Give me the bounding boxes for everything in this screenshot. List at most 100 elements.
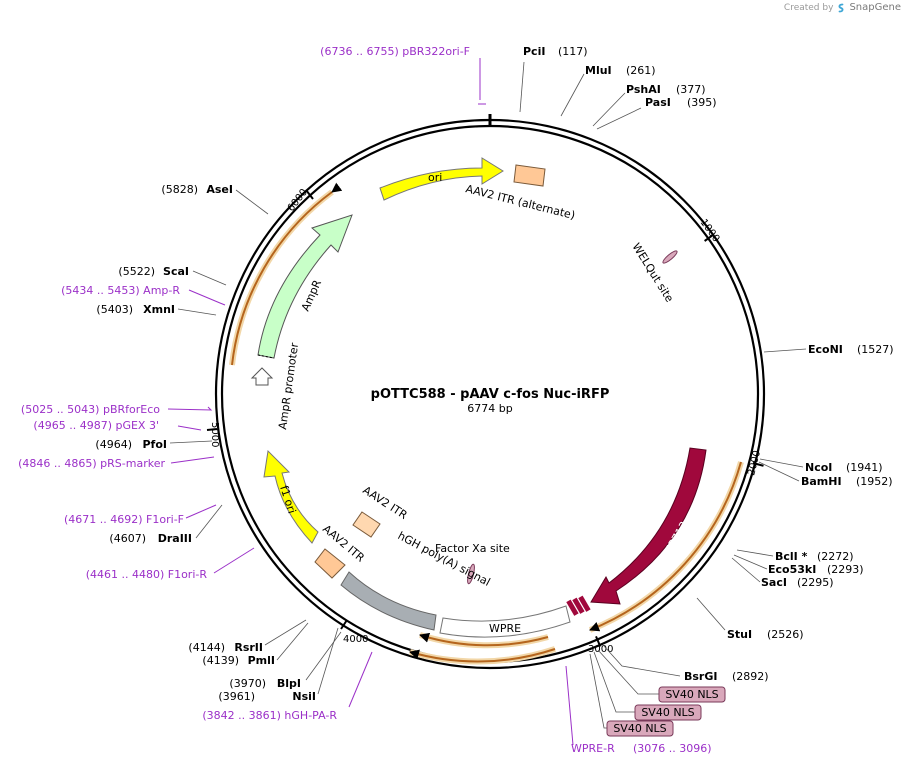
tick-6000-mark [305, 189, 314, 200]
feature-f1-ori: f1 ori [263, 449, 319, 544]
bcli-name: BclI * [775, 550, 808, 563]
saci-name: SacI [761, 576, 787, 589]
site-econi[interactable]: EcoNI (1527) [808, 343, 894, 356]
primer-prsmarker-label[interactable]: (4846 .. 4865) pRS-marker [18, 457, 165, 470]
nls-mark-3 [578, 595, 591, 612]
wpre-label: WPRE [489, 622, 521, 635]
tick-3000-mark [595, 636, 602, 647]
site-ncoi[interactable]: NcoI (1941) [805, 461, 883, 474]
eco53ki-pos: (2293) [827, 563, 864, 576]
primer-hghpar-label[interactable]: (3842 .. 3861) hGH-PA-R [202, 709, 337, 722]
nls1-leader [597, 649, 660, 695]
primer-f1orif-label[interactable]: (4671 .. 4692) F1ori-F [64, 513, 184, 526]
pshai-pos: (377) [676, 83, 706, 96]
pasi-leader [596, 107, 642, 130]
site-eco53ki[interactable]: Eco53kI (2293) [768, 563, 864, 576]
site-saci[interactable]: SacI (2295) [761, 576, 834, 589]
site-labels-left: (3961) NsiI (3970) BlpI (4139) PmlI (414… [95, 183, 316, 703]
mlui-name: MluI [585, 64, 612, 77]
primer-pgex3-label[interactable]: (4965 .. 4987) pGEX 3' [33, 419, 159, 432]
nls-box-3-label: SV40 NLS [613, 722, 666, 735]
plasmid-length: 6774 bp [467, 402, 512, 415]
nls-box-2-bg [634, 704, 702, 721]
tick-5000-mark [206, 428, 218, 431]
site-stui[interactable]: StuI (2526) [727, 628, 804, 641]
stui-pos: (2526) [767, 628, 804, 641]
pbr322ori-primer-leader [478, 58, 486, 105]
stui-leader [696, 597, 726, 631]
created-by-label: Created by [783, 2, 834, 13]
ampr-promoter-arrow [250, 367, 274, 386]
site-asei[interactable]: (5828) AseI [161, 183, 233, 196]
pshai-name: PshAI [626, 83, 661, 96]
saci-pos: (2295) [797, 576, 834, 589]
feature-aav2-itr-2: AAV2 ITR [314, 522, 367, 579]
blpi-pos: (3970) [229, 677, 266, 690]
pfoi-pos: (4964) [95, 438, 132, 451]
f1-ori-arrow [263, 449, 319, 544]
site-xmni[interactable]: (5403) XmnI [96, 303, 175, 316]
site-bamhi[interactable]: BamHI (1952) [801, 475, 893, 488]
stui-name: StuI [727, 628, 752, 641]
ori-arrow [379, 157, 504, 201]
primer-ampr-label[interactable]: (5434 .. 5453) Amp-R [61, 284, 180, 297]
xmni-leader [177, 308, 217, 316]
pfoi-leader [169, 440, 213, 444]
tick-3000: 3000 [588, 636, 613, 655]
site-pcii[interactable]: PciI (117) [523, 45, 588, 58]
aav2-itr-1-box [352, 511, 381, 538]
pshai-leader [592, 92, 626, 127]
site-pasi[interactable]: PasI (395) [645, 96, 717, 109]
site-blpi[interactable]: (3970) BlpI [229, 677, 301, 690]
aav2-itr-2-box [314, 548, 346, 579]
mlui-pos: (261) [626, 64, 656, 77]
bamhi-leader [758, 461, 800, 482]
pfoi-name: PfoI [143, 438, 168, 451]
draiii-name: DraIII [158, 532, 192, 545]
nls-box-1[interactable]: SV40 NLS [658, 686, 726, 703]
bcli-pos: (2272) [817, 550, 854, 563]
site-pfoi[interactable]: (4964) PfoI [95, 438, 167, 451]
bsrgi-leader [603, 645, 681, 677]
site-pmli[interactable]: (4139) PmlI [202, 654, 275, 667]
pmli-name: PmlI [248, 654, 275, 667]
feature-wpre: WPRE [439, 605, 571, 638]
scai-pos: (5522) [118, 265, 155, 278]
nls-box-1-label: SV40 NLS [665, 688, 718, 701]
nls-mark-1 [566, 599, 579, 616]
feature-welqut-site: WELQut site [629, 241, 678, 305]
site-bsrgi[interactable]: BsrGI (2892) [684, 670, 769, 683]
site-mlui[interactable]: MluI (261) [585, 64, 656, 77]
site-labels-right: PciI (117) MluI (261) PshAI (377) PasI (… [523, 45, 894, 683]
asei-leader [235, 189, 269, 215]
site-nsii[interactable]: (3961) NsiI [218, 690, 316, 703]
site-rsrii[interactable]: (4144) RsrII [188, 641, 263, 654]
feature-nls-marks [566, 595, 591, 616]
pcii-leader [519, 61, 525, 113]
primer-wprer-pos[interactable]: (3076 .. 3096) [633, 742, 712, 755]
asei-name: AseI [206, 183, 233, 196]
draiii-pos: (4607) [109, 532, 146, 545]
site-scai[interactable]: (5522) ScaI [118, 265, 189, 278]
primer-pbrforeco-label[interactable]: (5025 .. 5043) pBRforEco [21, 403, 160, 416]
site-draiii[interactable]: (4607) DraIII [109, 532, 192, 545]
pmli-pos: (4139) [202, 654, 239, 667]
site-bcli[interactable]: BclI * (2272) [775, 550, 854, 563]
ncoi-leader [759, 458, 804, 468]
nls-box-2[interactable]: SV40 NLS [634, 704, 702, 721]
nls-box-3[interactable]: SV40 NLS [606, 720, 674, 737]
site-pshai[interactable]: PshAI (377) [626, 83, 706, 96]
feature-ori: ori [379, 157, 504, 201]
tick-4000: 4000 [340, 619, 368, 645]
econi-pos: (1527) [857, 343, 894, 356]
f1-ori-label: f1 ori [277, 484, 298, 515]
aav2-itr-alternate-box [513, 164, 546, 187]
nsii-pos: (3961) [218, 690, 255, 703]
f1orif-primer-leader [185, 504, 217, 519]
primer-pbr322ori-label[interactable]: (6736 .. 6755) pBR322ori-F [320, 45, 470, 58]
primer-wprer-name[interactable]: WPRE-R [571, 742, 615, 755]
nsii-leader [317, 627, 339, 695]
nls-mark-2 [572, 597, 585, 614]
primer-f1orir-label[interactable]: (4461 .. 4480) F1ori-R [86, 568, 208, 581]
